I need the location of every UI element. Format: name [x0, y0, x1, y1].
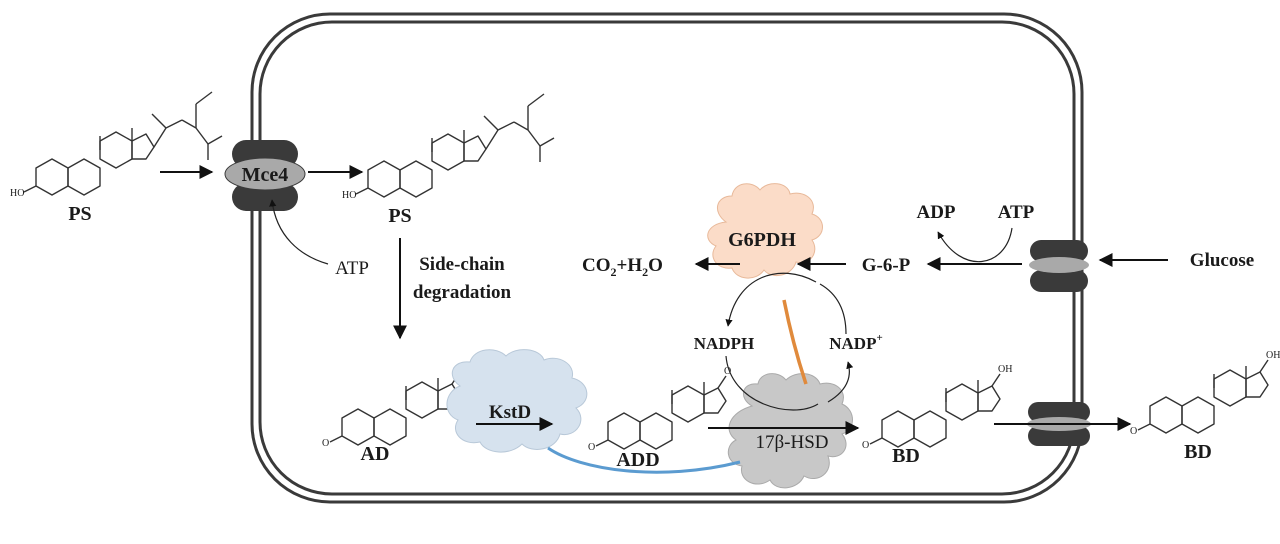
g6p-label: G-6-P — [862, 255, 911, 276]
mce4-label: Mce4 — [242, 164, 289, 186]
atp-mce4-arrow — [269, 199, 329, 265]
ps-inside-structure: HO — [342, 93, 555, 201]
g6pdh-label: G6PDH — [728, 229, 796, 251]
svg-text:OH: OH — [998, 364, 1012, 375]
ad-label: AD — [361, 443, 390, 465]
svg-text:O: O — [588, 442, 595, 453]
nadp-label: NADP+ — [829, 332, 883, 353]
g6pdh-hsd-link — [782, 299, 808, 385]
kstd-cloud: KstD — [446, 349, 588, 453]
bd-outside-structure: OH O — [1130, 350, 1280, 437]
ps-outside-structure: HO — [10, 91, 223, 199]
glucose-label: Glucose — [1190, 250, 1254, 271]
svg-text:O: O — [724, 366, 731, 377]
kstd-label: KstD — [489, 402, 531, 423]
ps-outside-label: PS — [68, 203, 91, 225]
bd-inside-label: BD — [892, 445, 920, 467]
glucose-transporter — [1029, 240, 1089, 292]
cell-membrane — [250, 12, 1084, 504]
svg-text:HO: HO — [342, 190, 356, 201]
svg-text:O: O — [862, 440, 869, 451]
nadph-label: NADPH — [694, 334, 754, 353]
svg-text:OH: OH — [1266, 350, 1280, 361]
ad-structure: O O — [322, 362, 465, 449]
nadph-consumption-arc — [725, 355, 819, 411]
ps-inside-label: PS — [388, 205, 411, 227]
svg-text:HO: HO — [10, 188, 24, 199]
kstd-hsd-link — [547, 446, 741, 474]
nadp-formation-arrow — [827, 361, 854, 403]
bd-inside-structure: OH O — [862, 364, 1012, 451]
co2-h2o-label: CO2+H2O — [582, 255, 663, 279]
bd-export-transporter — [1027, 402, 1091, 446]
nadp-return-arc — [819, 283, 847, 335]
hsd-cloud: 17β-HSD — [727, 373, 853, 489]
adp-label: ADP — [916, 202, 955, 223]
bd-outside-label: BD — [1184, 441, 1212, 463]
mce4-transporter: Mce4 — [224, 140, 306, 211]
hsd-label: 17β-HSD — [755, 432, 828, 453]
atp-adp-arrow — [937, 227, 1013, 263]
svg-text:O: O — [322, 438, 329, 449]
add-label: ADD — [616, 449, 659, 471]
side-chain-label-2: degradation — [413, 282, 512, 303]
side-chain-label-1: Side-chain — [419, 254, 505, 275]
svg-text:O: O — [1130, 426, 1137, 437]
atp-mce4-label: ATP — [335, 258, 369, 279]
g6pdh-cloud: G6PDH — [707, 183, 823, 279]
atp-top-label: ATP — [998, 202, 1035, 223]
nadph-formation-arrow — [725, 272, 817, 327]
add-structure: O O — [588, 366, 731, 453]
